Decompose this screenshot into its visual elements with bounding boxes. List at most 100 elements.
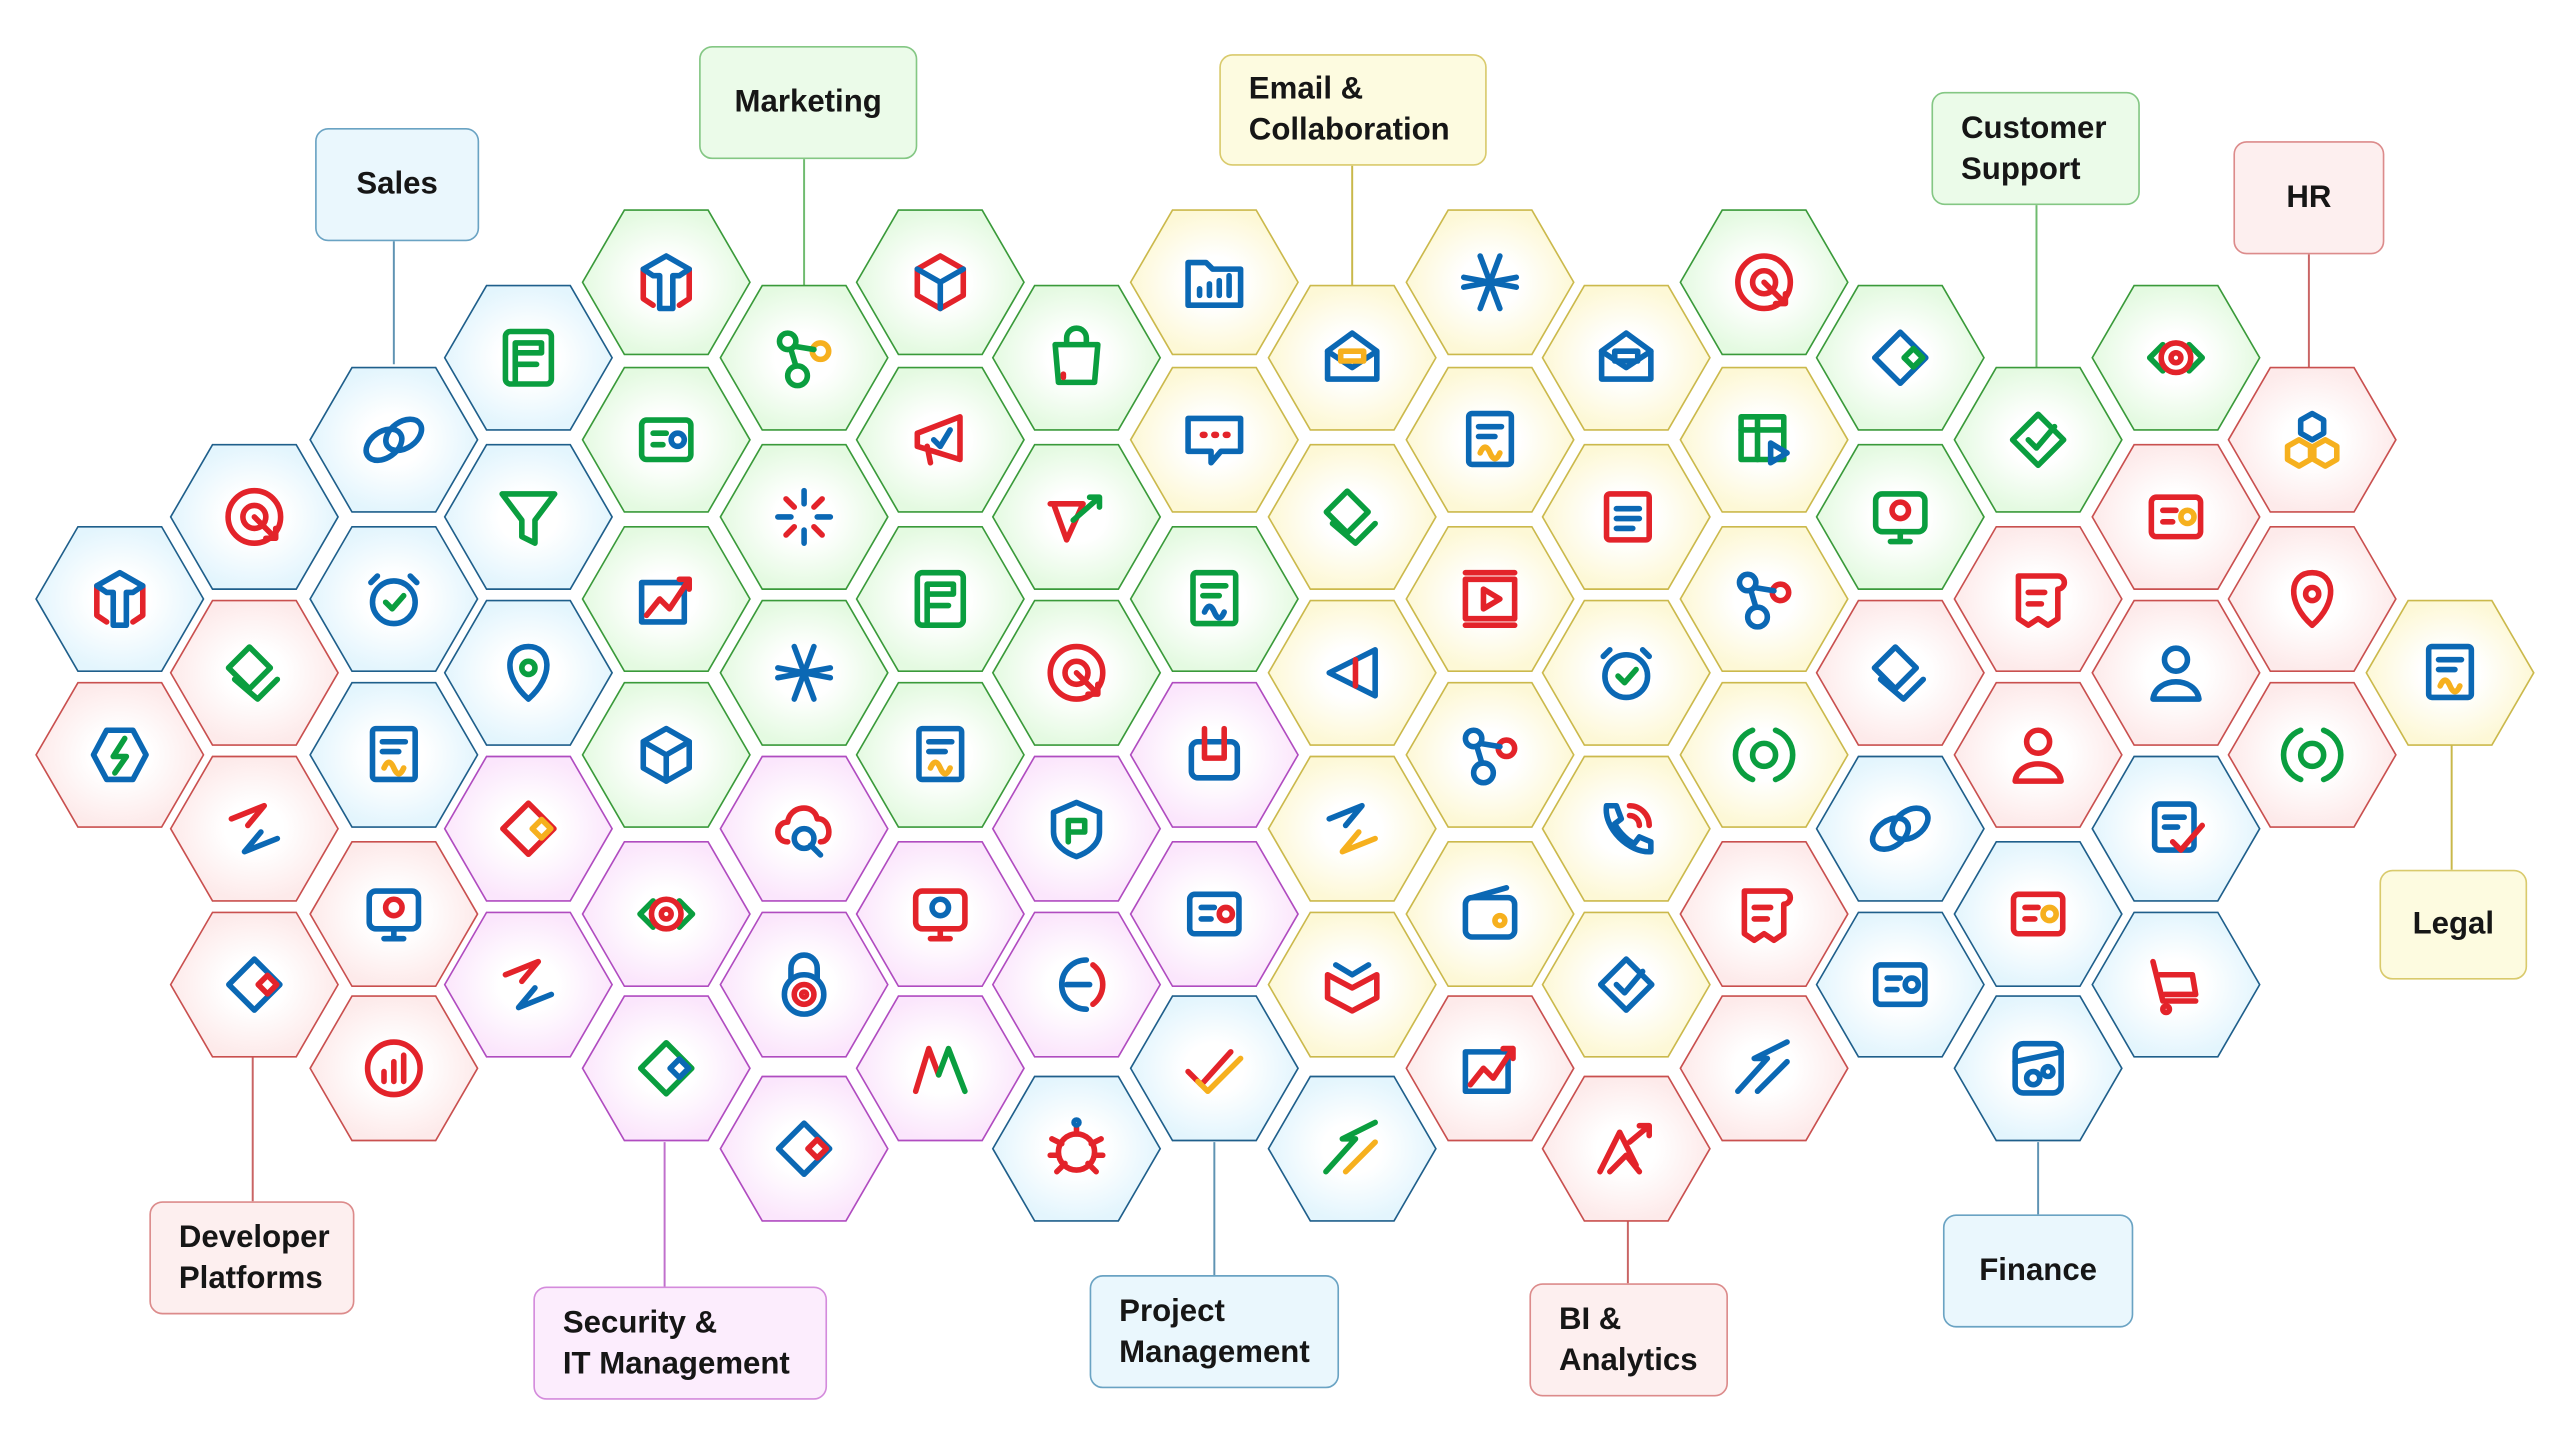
product-hex-link[interactable] [309,366,479,513]
product-hex-clock[interactable] [309,525,479,672]
product-hex-phone[interactable] [1541,755,1711,902]
product-hex-target[interactable] [991,599,1162,746]
product-hex-wrench[interactable] [1129,681,1299,828]
product-hex-bars[interactable] [309,995,479,1142]
product-hex-megaphone[interactable] [855,366,1025,513]
product-hex-asterisk[interactable] [719,599,889,746]
product-hex-person[interactable] [1953,681,2123,828]
slash-icon [1735,1039,1790,1095]
product-hex-chat[interactable] [1129,366,1299,513]
product-hex-scroll[interactable] [1953,525,2123,672]
product-hex-sparkle[interactable] [719,443,889,590]
parens-icon [1732,727,1796,783]
category-label-finance: Finance [1942,1214,2134,1328]
product-hex-table[interactable] [1679,366,1849,513]
product-hex-F[interactable] [443,284,614,431]
product-hex-doc[interactable] [309,681,479,828]
product-hex-check[interactable] [1953,366,2123,513]
product-hex-envelope[interactable] [1541,284,1711,431]
product-hex-eye[interactable] [2091,284,2261,431]
product-hex-parens[interactable] [2227,681,2397,828]
product-hex-arrows[interactable] [443,911,614,1058]
product-hex-card[interactable] [2091,443,2261,590]
product-hex-layers[interactable] [1815,599,1985,746]
product-hex-doc[interactable] [1405,366,1575,513]
product-hex-cube[interactable] [581,681,751,828]
product-hex-slash[interactable] [1267,1075,1437,1222]
product-hex-F[interactable] [855,525,1025,672]
product-hex-checklist[interactable] [2091,755,2261,902]
product-hex-pin[interactable] [2227,525,2397,672]
product-hex-diamond[interactable] [719,1075,889,1222]
product-hex-layers[interactable] [169,599,339,746]
product-hex-arrows[interactable] [169,755,339,902]
product-hex-hexagons[interactable] [2227,366,2397,513]
product-hex-doc[interactable] [2365,599,2535,746]
product-hex-target[interactable] [169,443,339,590]
product-hex-chart-up[interactable] [1405,995,1575,1142]
product-hex-nodes[interactable] [1679,525,1849,672]
product-hex-cloud[interactable] [719,755,889,902]
product-hex-parens[interactable] [1679,681,1849,828]
product-hex-B[interactable] [1953,995,2123,1142]
hex-tile [443,284,614,431]
product-hex-notes[interactable] [1541,443,1711,590]
product-hex-play[interactable] [1267,599,1437,746]
hex-tile [169,911,339,1058]
product-hex-M[interactable] [855,995,1025,1142]
product-hex-eye[interactable] [581,841,751,988]
product-hex-scroll[interactable] [1679,841,1849,988]
product-hex-shield[interactable] [991,755,1162,902]
product-hex-check[interactable] [1541,911,1711,1058]
product-hex-tbox[interactable] [581,209,751,356]
product-hex-pin[interactable] [443,599,614,746]
product-hex-doc[interactable] [855,681,1025,828]
product-hex-E[interactable] [991,911,1162,1058]
product-hex-monitor[interactable] [1815,443,1985,590]
product-hex-monitor[interactable] [855,841,1025,988]
product-hex-link[interactable] [1815,755,1985,902]
product-hex-card[interactable] [1129,841,1299,988]
product-hex-cart[interactable] [2091,911,2261,1058]
product-hex-slash[interactable] [1679,995,1849,1142]
arrows-icon [502,958,555,1011]
product-hex-asterisk[interactable] [1405,209,1575,356]
hex-tile [309,525,479,672]
product-hex-zap[interactable] [35,681,205,828]
product-hex-funnel[interactable] [443,443,614,590]
product-hex-checks[interactable] [1129,995,1299,1142]
product-hex-card[interactable] [1953,841,2123,988]
product-hex-nodes[interactable] [1405,681,1575,828]
product-hex-tbox[interactable] [35,525,205,672]
bag-icon [1052,325,1101,386]
product-hex-target[interactable] [1679,209,1849,356]
product-hex-wallet[interactable] [1405,841,1575,988]
product-hex-book[interactable] [1267,911,1437,1058]
product-hex-diamond[interactable] [581,995,751,1142]
product-hex-folder[interactable] [1129,209,1299,356]
product-hex-bug[interactable] [991,1075,1162,1222]
product-hex-person[interactable] [2091,599,2261,746]
product-hex-doc[interactable] [1129,525,1299,672]
product-hex-monitor[interactable] [309,841,479,988]
product-hex-mountain[interactable] [1541,1075,1711,1222]
product-hex-video[interactable] [1405,525,1575,672]
product-hex-bag[interactable] [991,284,1162,431]
wallet-icon [1462,884,1518,940]
product-hex-lock[interactable] [719,911,889,1058]
product-hex-diamond[interactable] [443,755,614,902]
product-hex-clock[interactable] [1541,599,1711,746]
hex-tile [2365,599,2535,746]
product-hex-check-arrow[interactable] [991,443,1162,590]
product-hex-nodes[interactable] [719,284,889,431]
product-hex-chart-up[interactable] [581,525,751,672]
product-hex-diamond[interactable] [1815,284,1985,431]
product-hex-cube[interactable] [855,209,1025,356]
product-hex-diamond[interactable] [169,911,339,1058]
product-hex-card[interactable] [1815,911,1985,1058]
product-hex-arrows[interactable] [1267,755,1437,902]
product-hex-layers[interactable] [1267,443,1437,590]
target-icon [225,487,284,546]
product-hex-envelope[interactable] [1267,284,1437,431]
product-hex-card[interactable] [581,366,751,513]
